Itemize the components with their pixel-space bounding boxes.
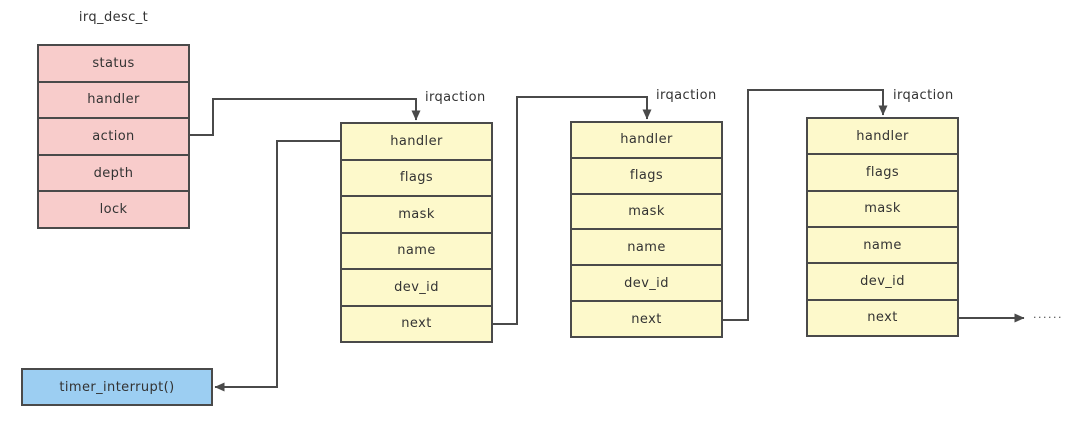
irqaction2-label: irqaction [656, 88, 717, 103]
irqaction3-field-next: next [867, 310, 898, 326]
irqaction1-label: irqaction [425, 90, 486, 105]
irqaction1-field-name: name [342, 234, 491, 270]
timer-interrupt-box: timer_interrupt() [21, 368, 213, 406]
irqaction2-field-mask: mask [572, 195, 721, 231]
irqaction3-field-handler: handler [808, 119, 957, 156]
irqaction3-field-dev-id: dev_id [808, 264, 957, 301]
irqaction3-struct: handler flags mask name dev_id next [806, 117, 959, 337]
irqaction2-struct: handler flags mask name dev_id next [570, 121, 723, 338]
irq-desc-field-handler: handler [39, 83, 188, 120]
irq-desc-struct: status handler action depth lock [37, 44, 190, 229]
irqaction3-field-name: name [808, 228, 957, 265]
irqaction3-field-flags: flags [808, 155, 957, 192]
irqaction2-field-dev-id: dev_id [572, 266, 721, 303]
irqaction1-field-mask: mask [342, 197, 491, 234]
irqaction1-field-next: next [401, 316, 432, 332]
irq-desc-title: irq_desc_t [78, 10, 149, 25]
irq-desc-field-depth: depth [39, 156, 188, 193]
irqaction1-struct: handler flags mask name dev_id next [340, 122, 493, 343]
irq-desc-field-action: action [39, 119, 188, 156]
irqaction3-label: irqaction [893, 88, 954, 103]
irqaction2-field-handler: handler [572, 123, 721, 159]
irqaction1-field-flags: flags [342, 161, 491, 197]
arrow-irqaction1-handler-to-timer-interrupt [214, 140, 340, 392]
ellipsis-text: ...... [1033, 308, 1063, 321]
irqaction1-field-handler: handler [342, 124, 491, 161]
irqaction2-field-flags: flags [572, 159, 721, 195]
irqaction2-field-next: next [631, 311, 662, 327]
irqaction3-field-mask: mask [808, 192, 957, 228]
irqaction1-field-dev-id: dev_id [342, 270, 491, 307]
irq-desc-field-lock: lock [99, 202, 128, 218]
irq-desc-field-status: status [39, 46, 188, 83]
irqaction2-field-name: name [572, 230, 721, 267]
